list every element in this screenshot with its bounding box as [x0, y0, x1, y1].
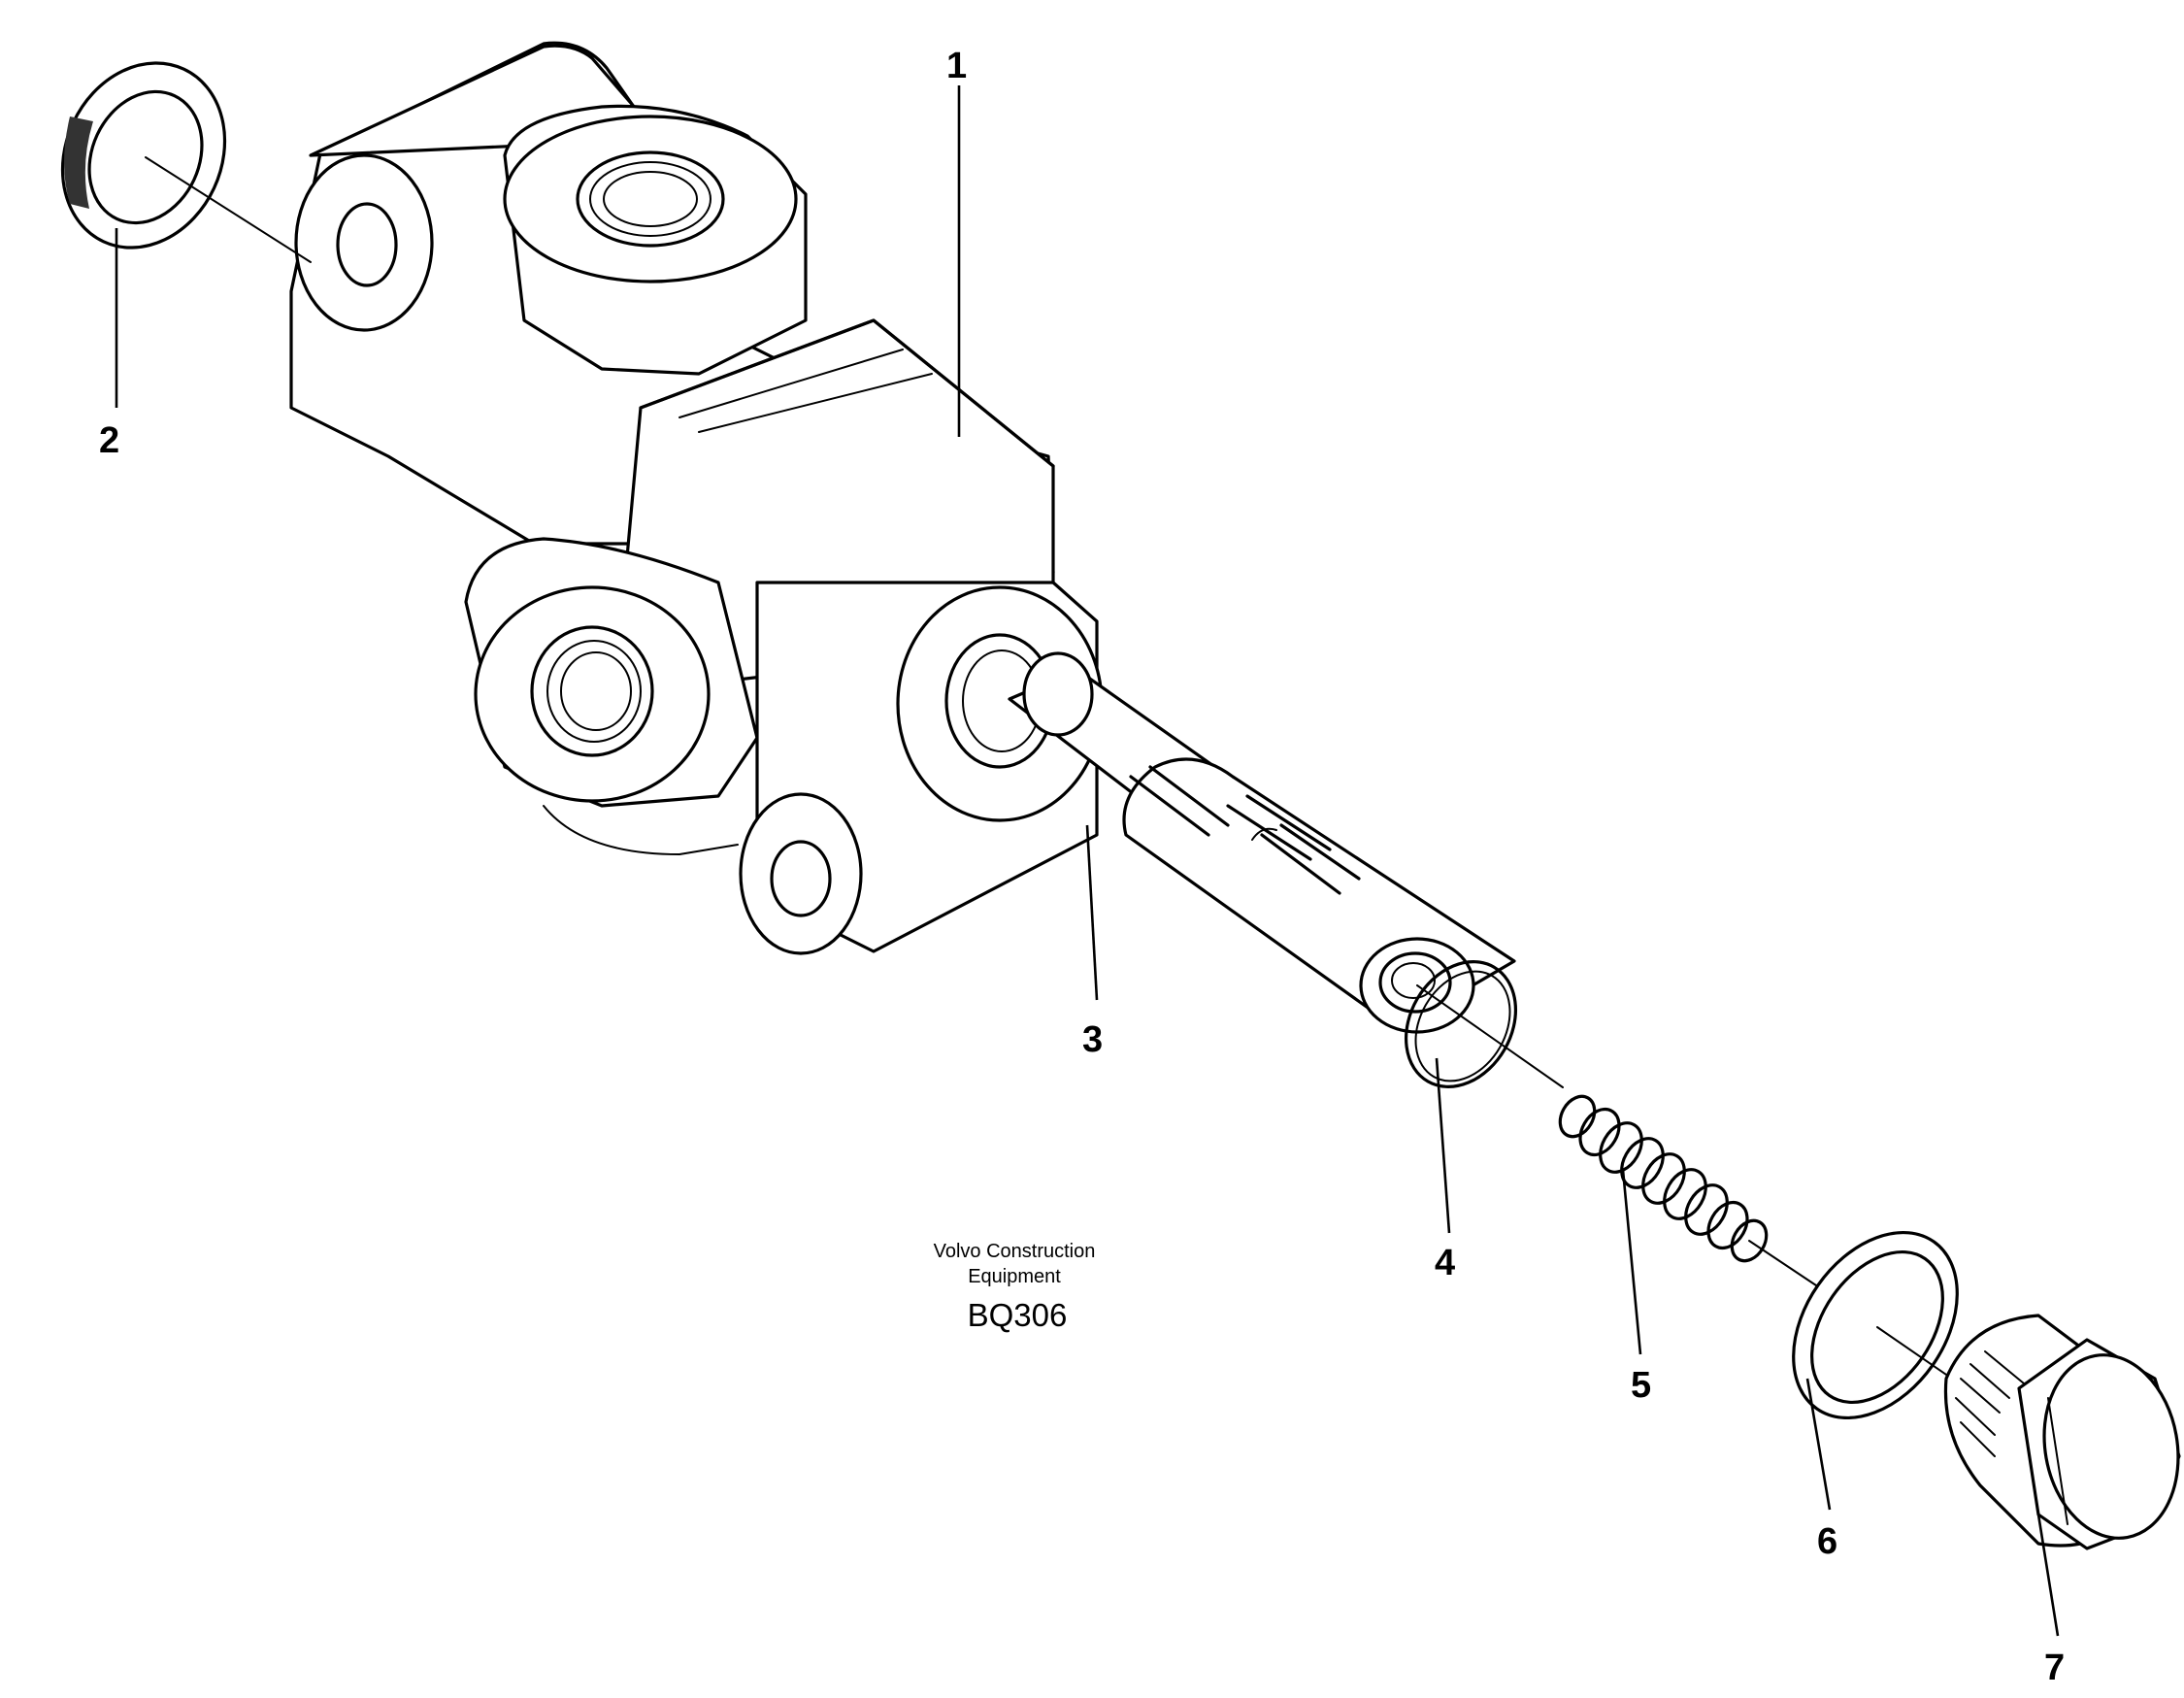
callout-5: 5 [1631, 1365, 1651, 1406]
callout-4: 4 [1435, 1243, 1455, 1283]
seal-ring-part-2 [60, 61, 312, 263]
callouts: 1 2 3 4 5 6 7 [99, 46, 2065, 1688]
spring-part-5 [1558, 1094, 1826, 1292]
caption-line-1: Volvo Construction [934, 1241, 1096, 1262]
callout-6: 6 [1817, 1521, 1837, 1562]
valve-body [289, 41, 1104, 955]
figure-code: BQ306 [968, 1297, 1068, 1333]
circlip-part-4 [1404, 960, 1564, 1088]
plug-part-7 [1943, 1314, 2181, 1550]
callout-3: 3 [1082, 1019, 1103, 1060]
caption-line-2: Equipment [968, 1266, 1061, 1287]
washer-part-6 [1792, 1230, 1981, 1420]
callout-2: 2 [99, 420, 119, 461]
leader-lines [115, 85, 2060, 1637]
callout-1: 1 [946, 46, 967, 86]
figure-caption: Volvo Construction Equipment BQ306 [934, 1241, 1096, 1333]
callout-7: 7 [2044, 1648, 2065, 1688]
